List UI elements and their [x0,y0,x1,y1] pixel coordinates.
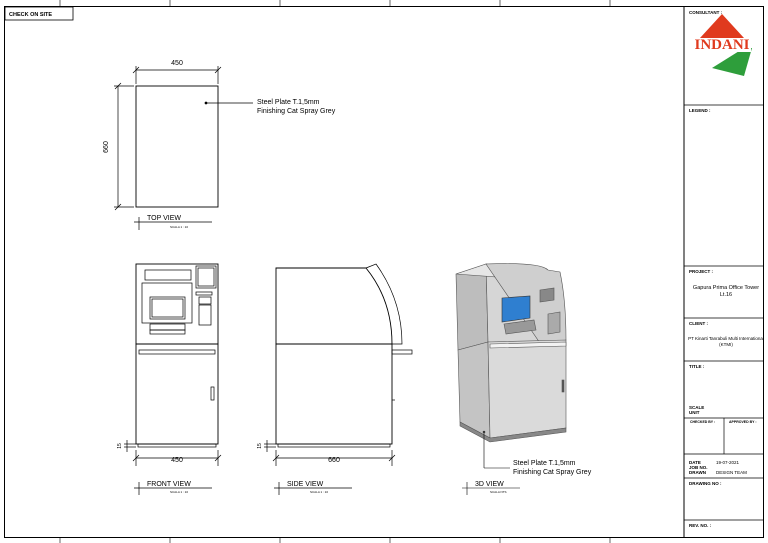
client-sub: (KTMI) [719,342,733,347]
front-view-base-dim: 15 [117,443,123,449]
side-view-width-dim: 660 [328,457,340,464]
side-view-base-dim: 15 [257,443,263,449]
checked-by-label: CHECKED BY : [690,420,716,424]
check-on-site-box [4,6,74,21]
title-label: TITLE : [689,364,705,369]
side-view-scale: SCALA 1 : 10 [310,490,328,494]
consultant-label: CONSULTANT : [689,10,723,15]
top-view [114,66,253,230]
view-3d-note-line2: Finishing Cat Spray Grey [513,469,592,476]
logo-text: INDANI [694,37,749,53]
approved-by-label: APPROVED BY : [729,420,757,424]
title-block-lines [684,104,764,521]
border-ticks [59,0,611,543]
top-view-width-dim: 450 [171,60,183,67]
top-view-title: TOP VIEW [147,215,181,222]
job-no-label: JOB NO. [689,465,708,470]
scale-label: SCALE [689,405,705,410]
front-view-width-dim: 450 [171,457,183,464]
indani-logo [693,14,752,76]
view-3d-note-line1: Steel Plate T.1,5mm [513,460,576,467]
view-3d [455,263,567,495]
front-view-scale: SCALA 1 : 10 [170,490,188,494]
drawn-label: DRAWN [689,470,706,475]
check-on-site-label: CHECK ON SITE [9,12,53,18]
date-value: 19-07-2021 [716,460,740,465]
front-view-title: FRONT VIEW [147,481,191,488]
drawing-no-label: DRAWING NO : [689,481,722,486]
unit-label: UNIT [689,410,700,415]
legend-label: LEGEND : [689,108,711,113]
date-label: DATE [689,460,701,465]
side-view-title: SIDE VIEW [287,481,324,488]
top-view-note-line2: Finishing Cat Spray Grey [257,108,336,115]
top-view-height-dim: 660 [103,141,110,153]
sheet-border [4,6,764,538]
client-name: PT Kinarti Tanrabuli Multi International [688,336,764,341]
project-name-line1: Gapura Prima Office Tower [692,285,760,291]
view-3d-scale: SCALA NTS [490,490,507,494]
rev-no-label: REV. NO. : [689,523,712,528]
dimension-texts: 450 660 450 15 660 15 Steel Plate T.1,5m… [103,37,750,494]
client-label: CLIENT : [689,321,708,326]
project-label: PROJECT : [689,269,714,274]
project-name-line2: Lt.16 [719,292,733,298]
top-view-note-line1: Steel Plate T.1,5mm [257,99,320,106]
view-3d-title: 3D VIEW [475,481,504,488]
side-view [264,263,413,495]
drawn-value: DESIGN TEAM [716,470,747,475]
top-view-scale: SCALA 1 : 10 [170,225,188,229]
front-view [124,263,222,495]
